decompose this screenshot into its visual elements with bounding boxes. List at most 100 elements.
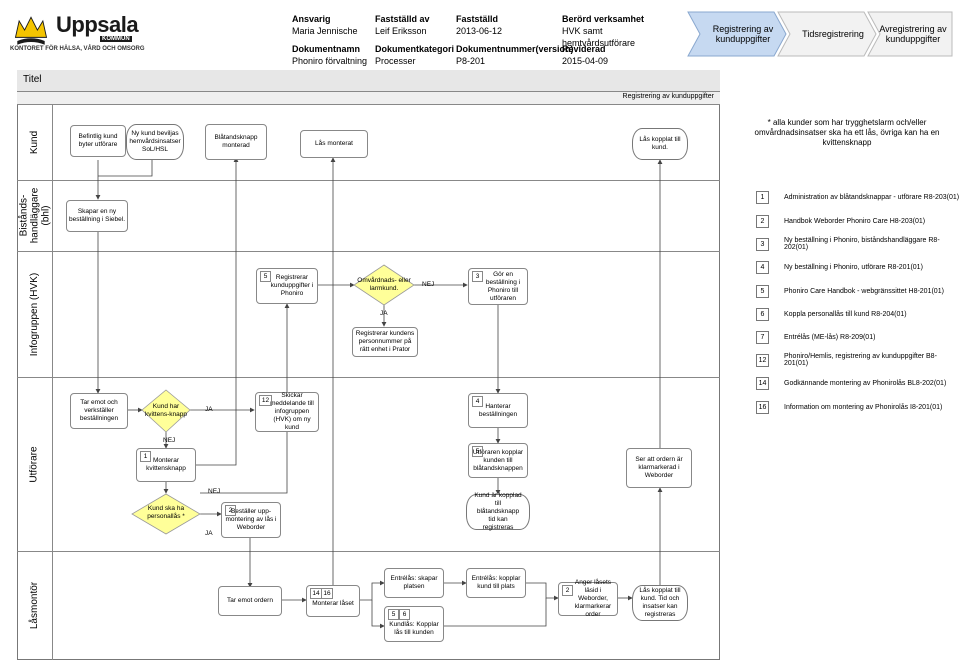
node-text: Monterar kvittensknapp: [146, 457, 186, 472]
node-text: Anger låsets läsid i Weborder, klarmarke…: [574, 579, 612, 618]
node-skapar-bestallning: Skapar en ny beställning i Siebel.: [66, 200, 128, 232]
lane-divider: [17, 377, 720, 378]
ref-number: 3: [472, 271, 483, 282]
label-ansvarig: Ansvarig: [292, 14, 331, 24]
label-reviderad: Reviderad: [562, 44, 606, 54]
node-las-kopplat: Lås kopplat till kund.: [632, 128, 688, 160]
reference-text: Ny beställning i Phoniro, utförare R8-20…: [784, 263, 923, 271]
chevron-shape-2: [777, 11, 877, 57]
node-monterar-kvittensknapp: 1 Monterar kvittensknapp: [136, 448, 196, 482]
node-entre-skapar: Entrélås: skapar platsen: [384, 568, 444, 598]
node-text: Skickar meddelande till infogruppen (HVK…: [270, 392, 314, 431]
reference-text: Entrélås (ME-lås) R8-209(01): [784, 333, 876, 341]
tab-registrering[interactable]: Registrering av kunduppgifter: [712, 24, 774, 44]
ref-number: 16: [321, 588, 333, 599]
ref-number: 5: [388, 609, 399, 620]
reference-number: 12: [756, 353, 769, 367]
lane-header-lasmontor: Låsmontör: [17, 551, 53, 660]
node-gor-en-bestallning: 3 Gör en beställning i Phoniro till utfö…: [468, 268, 528, 305]
node-ser-att-ordern: Ser att ordern är klarmarkerad i Weborde…: [626, 448, 692, 488]
ref-number: 5: [260, 271, 271, 282]
lane-label: Infogruppen (HVK): [29, 272, 41, 356]
ref-number: 5: [472, 446, 483, 457]
reference-item: 5 Phoniro Care Handbok - webgränssittet H…: [756, 284, 944, 298]
node-tar-emot-och-verkstaller: Tar emot och verkställer beställningen: [70, 393, 128, 429]
label-berord: Berörd verksamhet: [562, 14, 645, 24]
flow-label-nej: NEJ: [163, 437, 176, 444]
ref-number: 4: [472, 396, 483, 407]
node-text: Gör en beställning i Phoniro till utföra…: [485, 270, 521, 302]
reference-text: Handbok Weborder Phoniro Care H8-203(01): [784, 217, 926, 225]
node-blatandsknapp-monterad: Blåtandsknapp monterad: [205, 124, 267, 160]
node-kund-ar-kopplad: Kund är kopplad till blåtandsknapp tid k…: [466, 492, 530, 531]
node-tar-emot-ordern: Tar emot ordern: [218, 586, 282, 616]
reference-item: 16 Information om montering av Phonirolås…: [756, 400, 943, 414]
reference-text: Administration av blåtandsknappar - utfö…: [784, 193, 960, 201]
lane-label: Bistånds-handläggare (bhl): [18, 187, 52, 244]
chevron-shape-3: [867, 11, 953, 57]
lane-divider: [17, 251, 720, 252]
meta-dokumentkategori: Dokumentkategori Processer: [375, 43, 455, 67]
reference-number: 5: [756, 284, 769, 298]
reference-text: Information om montering av Phonirolås I…: [784, 403, 943, 411]
decision-kvittens-label: Kund har kvittens-knapp: [145, 403, 187, 418]
value-faststalld: 2013-06-12: [456, 26, 503, 36]
reference-item: 3 Ny beställning i Phoniro, biståndshandl…: [756, 237, 960, 251]
node-las-kopplat-tid: Lås kopplat till kund. Tid och insatser …: [632, 585, 688, 621]
reference-text: Phoniro Care Handbok - webgränssittet H8…: [784, 287, 944, 295]
reference-number: 3: [756, 237, 769, 251]
reference-text: Ny beställning i Phoniro, biståndshandlä…: [784, 237, 940, 251]
node-text: Hanterar beställningen: [478, 402, 518, 418]
reference-number: 1: [756, 190, 769, 204]
ref-number: 12: [259, 395, 272, 406]
lane-label: Kund: [28, 130, 40, 155]
tab-tidsregistrering[interactable]: Tidsregistrering: [802, 29, 864, 39]
node-kundlas: 5 6 Kundlås: Kopplar lås till kunden: [384, 606, 444, 642]
diagram-frame: [17, 70, 720, 660]
value-faststalld-av: Leif Eriksson: [375, 26, 427, 36]
chevron-shape-1: [687, 11, 787, 57]
tab-avregistrering[interactable]: Avregistrering av kunduppgifter: [879, 24, 947, 44]
flow-label-ja: JA: [205, 406, 213, 413]
flow-label-nej: NEJ: [208, 488, 221, 495]
label-dokumentkategori: Dokumentkategori: [375, 44, 455, 54]
flow-label-nej: NEJ: [422, 281, 435, 288]
note-text: * alla kunder som har trygghetslarm och/…: [754, 118, 940, 147]
ref-number: 2: [225, 505, 236, 516]
value-dokumentnamn: Phoniro förvaltning: [292, 56, 368, 66]
phase-label: Registrering av kunduppgifter: [17, 92, 720, 105]
label-faststalld-av: Fastställd av: [375, 14, 430, 24]
process-chevrons: [687, 11, 953, 57]
diagram-title: Titel: [17, 70, 720, 92]
lane-header-utforare: Utförare: [17, 377, 53, 551]
value-dokumentkategori: Processer: [375, 56, 416, 66]
ref-number: 6: [399, 609, 410, 620]
node-monterar-laset: 14 16 Monterar låset: [306, 585, 360, 617]
label-faststalld: Fastställd: [456, 14, 499, 24]
reference-number: 16: [756, 400, 769, 414]
value-berord: HVK samt hemtvårdsutförare: [562, 26, 636, 48]
value-reviderad: 2015-04-09: [562, 56, 609, 66]
reference-text: Koppla personallås till kund R8-204(01): [784, 310, 907, 318]
ref-number: 1: [140, 451, 151, 462]
meta-berord: Berörd verksamhet HVK samt hemtvårdsutfö…: [562, 13, 662, 49]
decision-personallas-label: Kund ska ha personallås *: [147, 505, 185, 520]
meta-faststalld: Fastställd 2013-06-12: [456, 13, 556, 37]
meta-ansvarig: Ansvarig Maria Jennische: [292, 13, 372, 37]
logo-tagline: KONTORET FÖR HÄLSA, VÅRD OCH OMSORG: [10, 46, 145, 52]
value-dokumentnummer: P8-201: [456, 56, 486, 66]
logo-name: Uppsala: [56, 12, 139, 37]
reference-item: 1 Administration av blåtandsknappar - utf…: [756, 190, 960, 204]
node-entre-kopplar: Entrélås: kopplar kund till plats: [466, 568, 526, 598]
reference-text: Phoniro/Hemlis, registrering av kunduppg…: [784, 353, 937, 367]
node-text: Monterar låset: [312, 600, 354, 607]
meta-dokumentnummer: Dokumentnummer(version) P8-201: [456, 43, 574, 67]
lane-divider: [17, 180, 720, 181]
node-text: Kundlås: Kopplar lås till kunden: [389, 621, 439, 636]
node-befintlig-kund: Befintlig kund byter utförare: [70, 125, 126, 157]
